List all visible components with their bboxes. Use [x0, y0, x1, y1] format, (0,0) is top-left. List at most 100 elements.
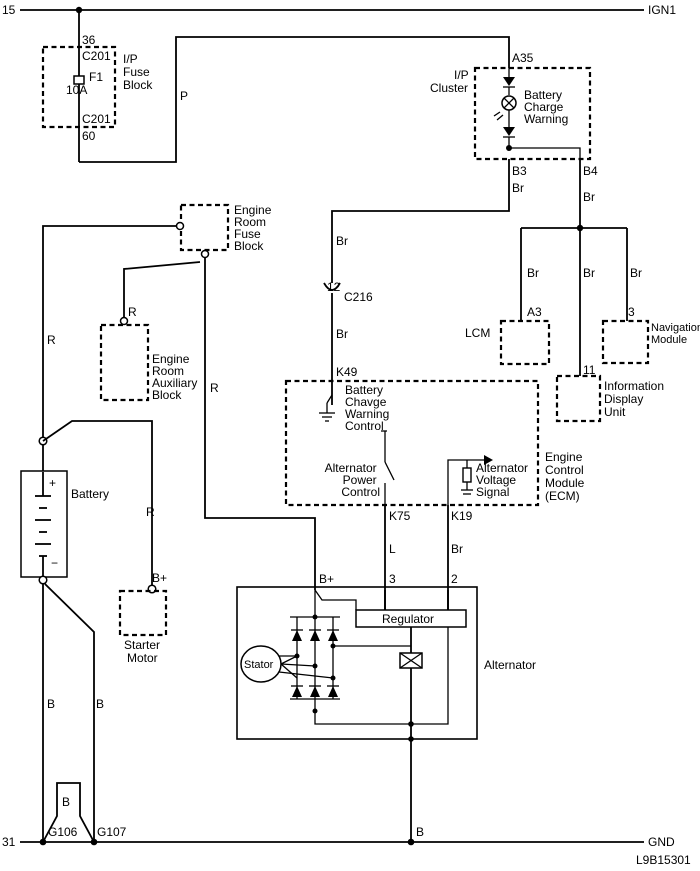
- aux-block-title-line: Room: [152, 364, 184, 378]
- document-id: L9B15301: [636, 853, 691, 867]
- voltage-signal-label: Alternator Voltage Signal: [476, 461, 531, 499]
- cluster-pin-a35: A35: [512, 51, 534, 65]
- ground-points: B G106 G107: [39, 782, 127, 846]
- voltage-signal-line: Alternator: [476, 461, 528, 475]
- wire-color-b-right: B: [96, 697, 104, 711]
- power-control-line: Power: [343, 473, 377, 487]
- fuse-connector-c201-bottom: C201: [82, 112, 111, 126]
- voltage-signal-line: Voltage: [476, 473, 516, 487]
- engine-fuse-title-line: Block: [234, 239, 264, 253]
- alternator-terminal-2: 2: [451, 572, 458, 586]
- warning-lamp-icon: [493, 95, 517, 121]
- nav-title: Navigation Module: [651, 322, 700, 346]
- wire-b4-to-modules: B4 Br Br Br Br: [520, 159, 642, 376]
- engine-fuse-title-line: Engine: [234, 203, 272, 217]
- wire-color-c216-lower: Br: [336, 327, 348, 341]
- nav-title-line: Module: [651, 334, 687, 346]
- fuse-block-title: I/P Fuse Block: [123, 52, 153, 92]
- information-display-unit: 11 Information Display Unit: [555, 363, 664, 423]
- rectifier-diodes-icon: [290, 614, 340, 714]
- idu-pin-11: 11: [583, 363, 596, 377]
- ip-cluster: A35 I/P Cluster Battery Charge Warning: [430, 51, 592, 161]
- fuse-name: F1: [89, 70, 103, 84]
- fuse-block-title-line: Block: [123, 78, 153, 92]
- wire-b3-to-ecm: B3 Br Br 12 C216 Br K49: [323, 159, 527, 405]
- cluster-title-line: Cluster: [430, 81, 468, 95]
- regulator-label: Regulator: [382, 612, 434, 626]
- ground-loop-wire-color: B: [62, 795, 70, 809]
- c216-pin-12: 12: [327, 280, 341, 294]
- wire-color-r-starter: R: [146, 505, 155, 519]
- ecm-pin-k49: K49: [336, 365, 358, 379]
- alternator-terminal-3: 3: [389, 572, 396, 586]
- ip-fuse-block: 36 C201 F1 10A C201 60 I/P Fuse Block: [41, 6, 153, 162]
- ecm-pin-k75: K75: [389, 509, 411, 523]
- ecm-title-line: (ECM): [545, 489, 580, 503]
- starter-title-line: Starter: [124, 638, 160, 652]
- stator-icon: [240, 645, 334, 683]
- alternator-label: Alternator: [484, 658, 536, 672]
- wire-color-b-left: B: [47, 697, 55, 711]
- ecm-module: Engine Control Module (ECM) Battery Chav…: [284, 379, 585, 507]
- cluster-title-line: I/P: [454, 68, 469, 82]
- lcm-label: LCM: [465, 326, 490, 340]
- battery-ground-wires: B B: [42, 583, 104, 842]
- wire-color-c216-upper: Br: [336, 234, 348, 248]
- engine-room-auxiliary-block: Engine Room Auxiliary Block: [99, 323, 197, 402]
- idu-title-line: Unit: [604, 405, 626, 419]
- ecm-title-line: Module: [545, 476, 585, 490]
- engine-room-fuse-block: Engine Room Fuse Block: [179, 203, 275, 253]
- lamp-label: Battery Charge Warning: [524, 88, 568, 126]
- wire-color-l: L: [389, 542, 396, 556]
- ecm-title-line: Control: [545, 463, 584, 477]
- warning-control-line: Chavge: [345, 395, 387, 409]
- battery-minus-sign: −: [51, 556, 58, 570]
- wire-color-r-left: R: [47, 333, 56, 347]
- rail-label-15: 15: [2, 3, 16, 17]
- cluster-pin-b4: B4: [583, 164, 598, 178]
- engine-fuse-block-title: Engine Room Fuse Block: [234, 203, 275, 253]
- aux-block-title-line: Block: [152, 388, 182, 402]
- alternator-terminal-bplus: B+: [319, 572, 334, 586]
- battery-cells-icon: [35, 472, 51, 577]
- wire-k75-k19: K75 K19 L Br 3 2: [384, 505, 473, 610]
- fuse-block-title-line: Fuse: [123, 65, 150, 79]
- power-control-line: Alternator: [325, 461, 377, 475]
- lcm-pin-a3: A3: [527, 305, 542, 319]
- diode-icon: [503, 127, 515, 136]
- wire-main-r-to-alternator: R: [204, 258, 316, 590]
- starter-terminal-bplus: B+: [152, 571, 167, 585]
- wire-color-r-aux: R: [128, 305, 137, 319]
- voltage-signal-sensor-icon: [447, 455, 493, 505]
- ecm-pin-k19: K19: [451, 509, 473, 523]
- fuse-pin-36: 36: [82, 33, 96, 47]
- idu-title-line: Information: [604, 379, 664, 393]
- warning-control-line: Battery: [345, 383, 383, 397]
- starter-title-line: Motor: [127, 651, 158, 665]
- lcm-module: A3 LCM: [465, 305, 551, 366]
- aux-block-title-line: Auxiliary: [152, 376, 197, 390]
- aux-block-title-line: Engine: [152, 352, 190, 366]
- engine-fuse-title-line: Fuse: [234, 227, 261, 241]
- alternator: Alternator B+ Regulator: [236, 572, 536, 846]
- power-control-line: Control: [341, 485, 380, 499]
- ecm-title-line: Engine: [545, 450, 583, 464]
- power-control-switch-icon: [381, 430, 395, 505]
- idu-title-line: Display: [604, 392, 643, 406]
- battery: R + − Battery: [20, 420, 157, 594]
- cluster-title: I/P Cluster: [430, 68, 472, 95]
- wire-color-nav: Br: [630, 266, 642, 280]
- wire-color-p: P: [180, 89, 188, 103]
- power-control-label: Alternator Power Control: [325, 461, 380, 499]
- stator-label: Stator: [244, 659, 274, 671]
- rail-label-31: 31: [2, 835, 16, 849]
- wire-color-b4: Br: [583, 190, 595, 204]
- fuse-block-title-line: I/P: [123, 52, 138, 66]
- wire-color-b3: Br: [512, 181, 524, 195]
- engine-fuse-title-line: Room: [234, 215, 266, 229]
- warning-control-ground-icon: [319, 394, 335, 422]
- rail-label-gnd: GND: [648, 835, 675, 849]
- c216-connector-name: C216: [344, 290, 373, 304]
- lamp-label-line: Warning: [524, 112, 568, 126]
